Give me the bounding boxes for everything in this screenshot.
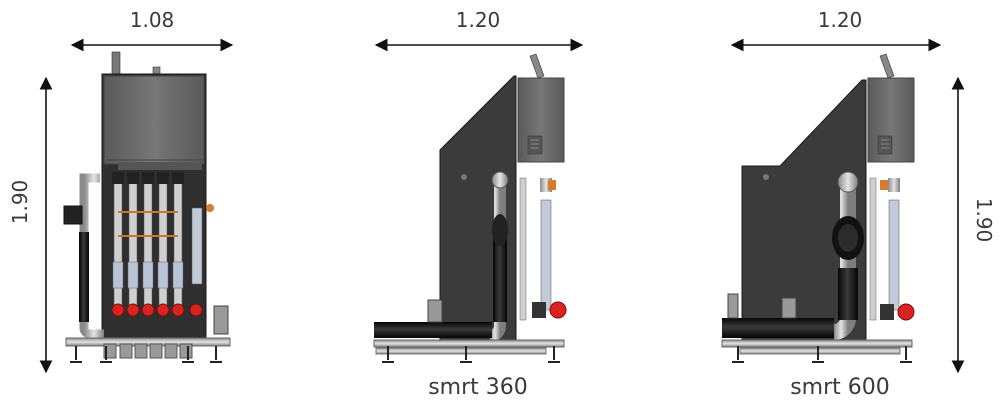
front-view-width-label: 1.08: [129, 8, 175, 32]
smrt360-unit: [373, 53, 567, 363]
smrt600-unit: [721, 53, 915, 363]
front-base-ports: [103, 343, 193, 359]
smrt600-width-label: 1.20: [817, 8, 863, 32]
front-red-valves: [111, 303, 203, 317]
front-view-unit: [63, 51, 231, 363]
smrt360-caption: smrt 360: [428, 375, 528, 400]
smrt360-width-label: 1.20: [455, 8, 501, 32]
smrt600-caption: smrt 600: [790, 375, 890, 400]
front-flow-cells: [112, 172, 184, 313]
